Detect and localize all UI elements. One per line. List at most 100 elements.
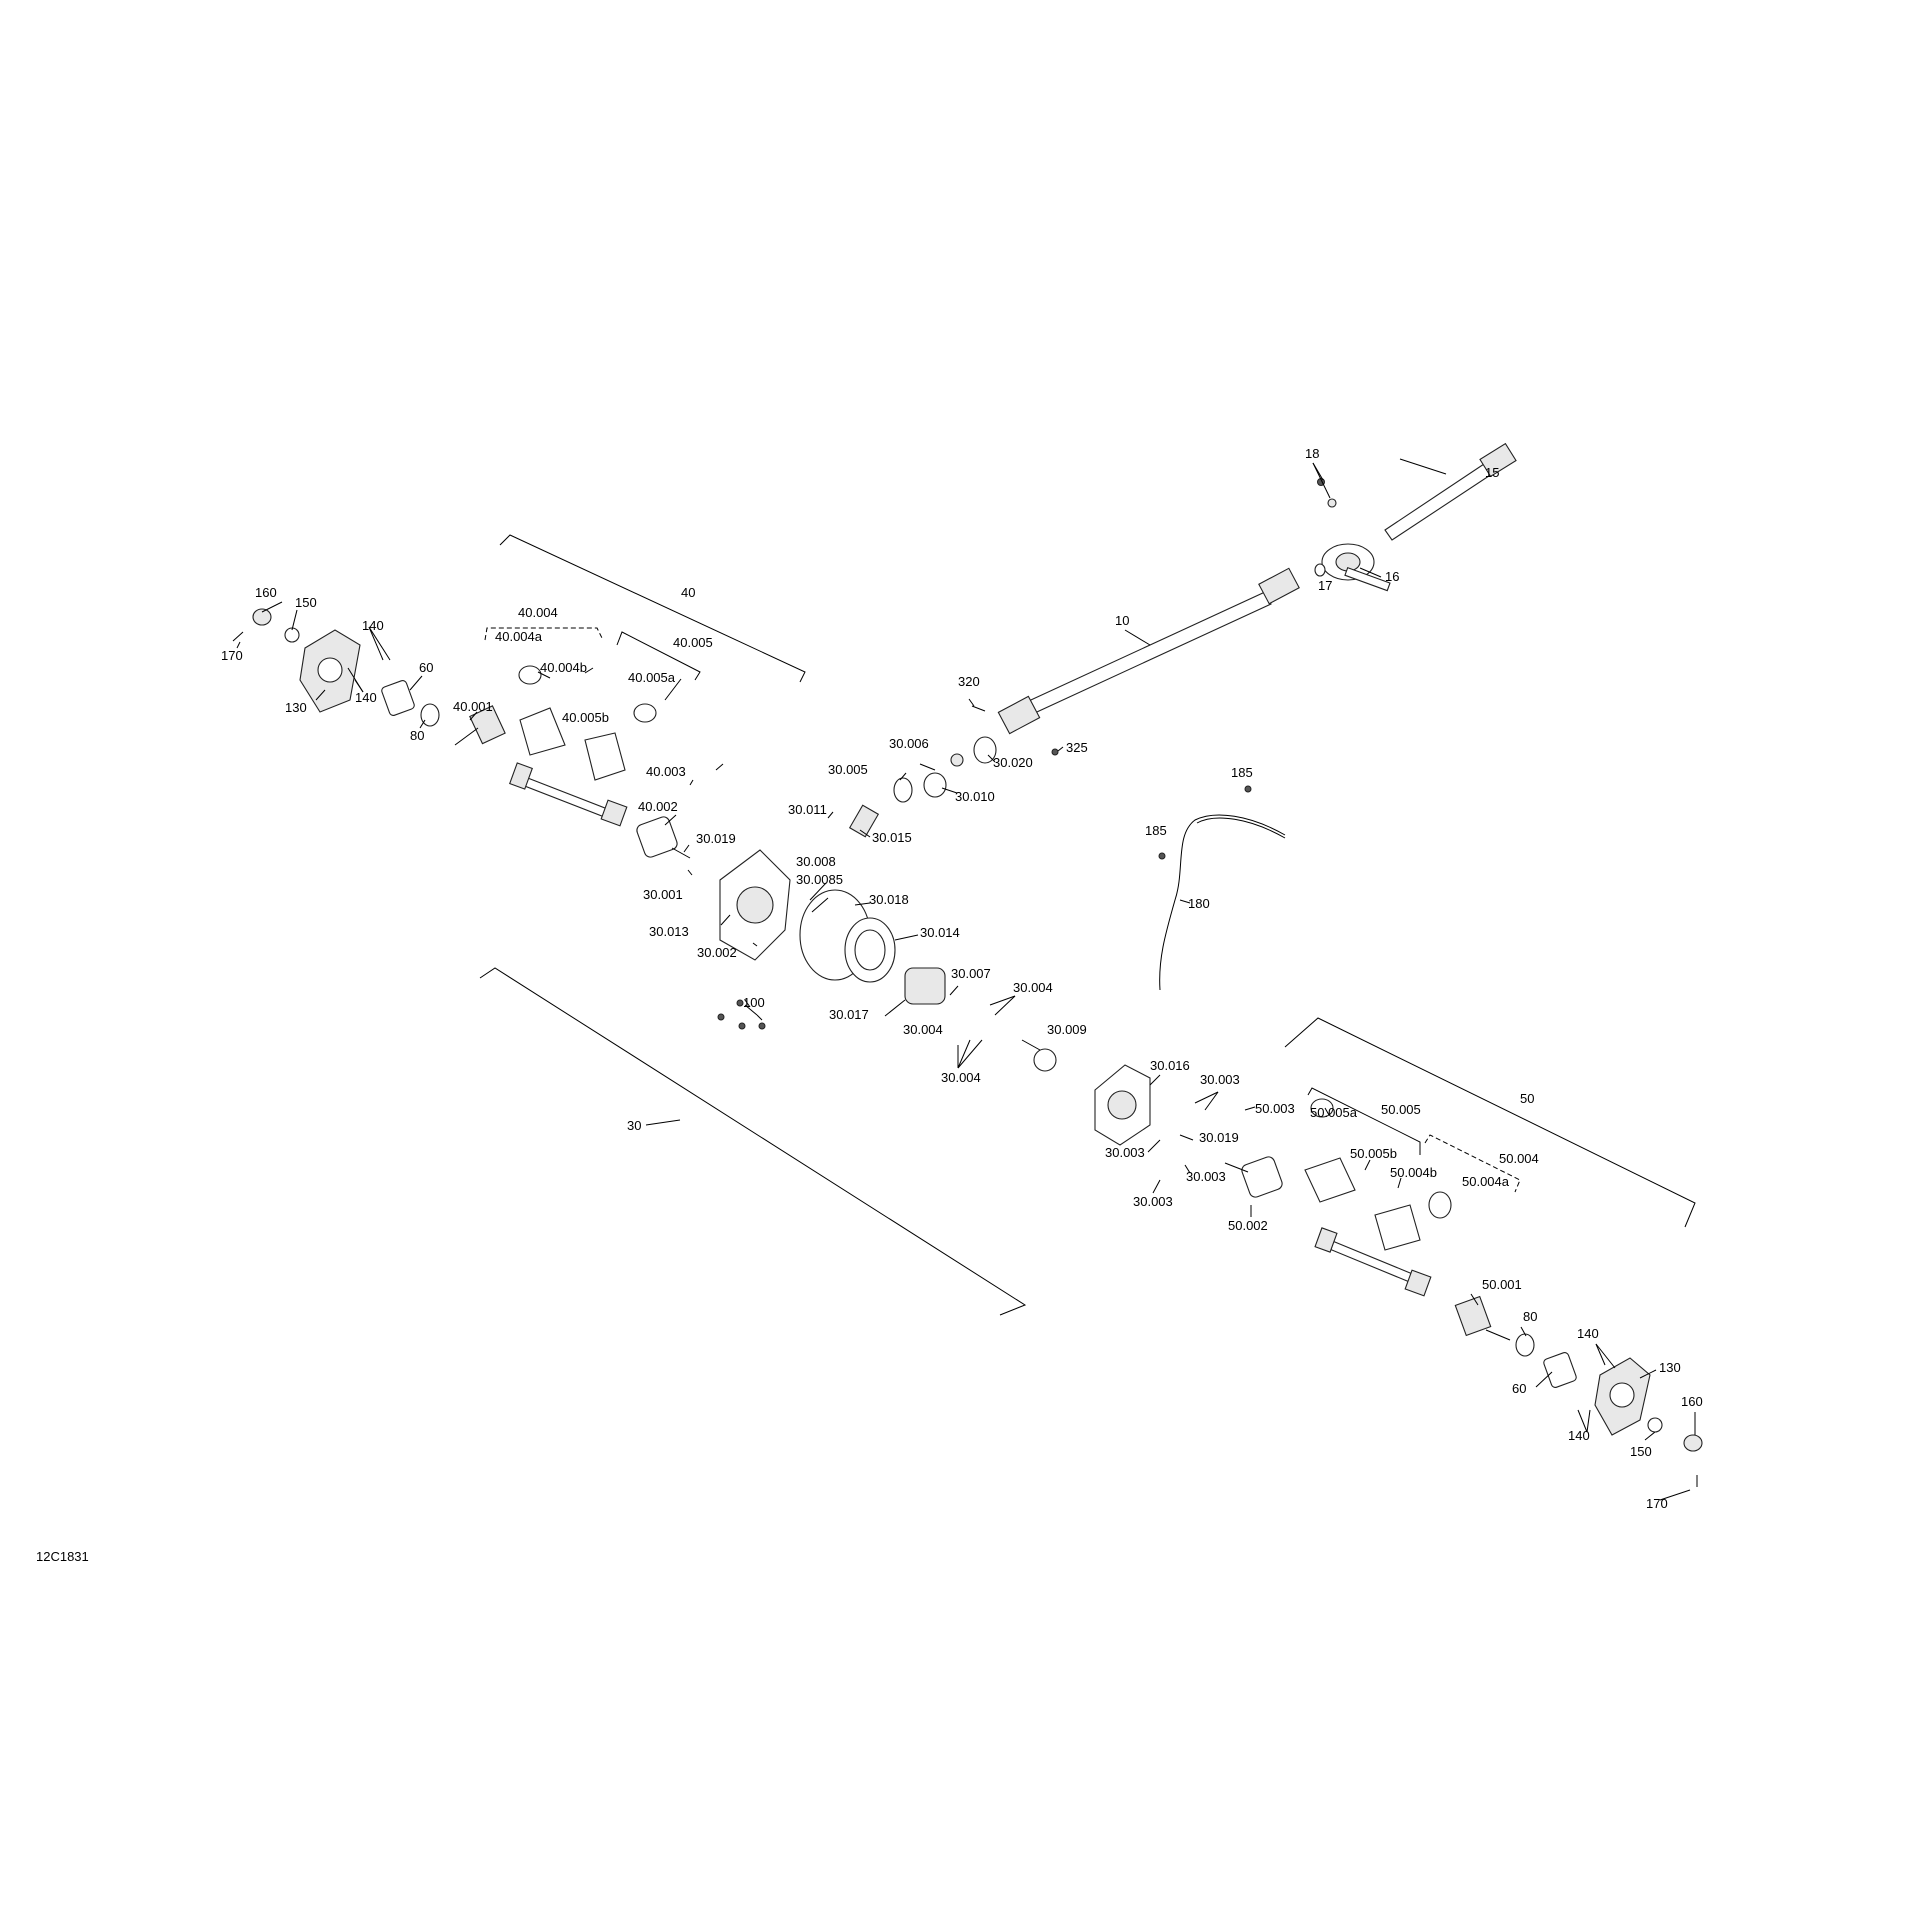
label-15: 15 — [1485, 465, 1499, 480]
label-40-005a: 40.005a — [628, 670, 676, 685]
label-40-003: 40.003 — [646, 764, 686, 779]
part-30-010-bearing — [923, 772, 947, 798]
part-50-axle-shaft — [1314, 1227, 1432, 1297]
part-30-017-diff-case — [904, 967, 946, 1005]
label-30-0085: 30.0085 — [796, 872, 843, 887]
label-30-007: 30.007 — [951, 966, 991, 981]
label-130-left: 130 — [285, 700, 307, 715]
label-30-016: 30.016 — [1150, 1058, 1190, 1073]
label-30-018: 30.018 — [869, 892, 909, 907]
part-30-009-bearing — [1033, 1048, 1057, 1072]
bracket-group-50 — [1284, 1017, 1696, 1228]
label-30-004-right: 30.004 — [1013, 980, 1053, 995]
label-30-019-right: 30.019 — [1199, 1130, 1239, 1145]
label-30-003-bottom: 30.003 — [1133, 1194, 1173, 1209]
label-140-left-bottom: 140 — [355, 690, 377, 705]
label-10: 10 — [1115, 613, 1129, 628]
drawing-id: 12C1831 — [36, 1549, 89, 1564]
part-30-013-housing — [719, 849, 791, 961]
label-185-mid: 185 — [1145, 823, 1167, 838]
part-80-ring-right — [1515, 1333, 1535, 1357]
label-50-004b: 50.004b — [1390, 1165, 1437, 1180]
label-50-005b: 50.005b — [1350, 1146, 1397, 1161]
label-40-005b: 40.005b — [562, 710, 609, 725]
part-40-axle-shaft — [509, 762, 628, 827]
part-130-hub-left — [299, 629, 361, 713]
bracket-group-40 — [499, 534, 806, 683]
part-180-hose — [1159, 814, 1286, 991]
label-30-006: 30.006 — [889, 736, 929, 751]
label-30-020: 30.020 — [993, 755, 1033, 770]
leader-lines — [236, 458, 1696, 1501]
label-50-001: 50.001 — [1482, 1277, 1522, 1292]
label-50-004a: 50.004a — [1462, 1174, 1510, 1189]
part-60-bearing-right — [1543, 1352, 1577, 1388]
label-30-001: 30.001 — [643, 887, 683, 902]
label-100: 100 — [743, 995, 765, 1010]
part-50-004-boot — [1374, 1204, 1421, 1251]
label-150-right: 150 — [1630, 1444, 1652, 1459]
part-160-nut-left — [252, 608, 272, 626]
part-40-005a-clamp — [633, 703, 657, 723]
part-40-004a-clamp — [518, 665, 542, 685]
label-150-left: 150 — [295, 595, 317, 610]
label-30-014: 30.014 — [920, 925, 960, 940]
part-130-hub-right — [1594, 1357, 1651, 1436]
label-40: 40 — [681, 585, 695, 600]
label-130-right: 130 — [1659, 1360, 1681, 1375]
label-180: 180 — [1188, 896, 1210, 911]
label-80-right: 80 — [1523, 1309, 1537, 1324]
label-17: 17 — [1318, 578, 1332, 593]
part-40-005-boot — [584, 732, 626, 781]
label-170-right: 170 — [1646, 1496, 1668, 1511]
bracket-group-50-004 — [1424, 1134, 1521, 1193]
label-50-005a: 50.005a — [1310, 1105, 1358, 1120]
label-50-002: 50.002 — [1228, 1218, 1268, 1233]
label-30-003-left: 30.003 — [1105, 1145, 1145, 1160]
part-30-015-pinion — [848, 804, 880, 838]
label-140-right-bottom: 140 — [1568, 1428, 1590, 1443]
label-30-013: 30.013 — [649, 924, 689, 939]
label-50: 50 — [1520, 1091, 1534, 1106]
label-30-003-top: 30.003 — [1200, 1072, 1240, 1087]
label-30-010: 30.010 — [955, 789, 995, 804]
label-325: 325 — [1066, 740, 1088, 755]
part-50-005-boot — [1304, 1157, 1356, 1203]
label-40-002: 40.002 — [638, 799, 678, 814]
bracket-group-40-004 — [484, 627, 603, 641]
label-30-008: 30.008 — [796, 854, 836, 869]
part-50-004a-clamp — [1428, 1191, 1452, 1219]
label-30: 30 — [627, 1118, 641, 1133]
label-320: 320 — [958, 674, 980, 689]
part-60-bearing-left — [381, 680, 415, 716]
label-30-019-left: 30.019 — [696, 831, 736, 846]
label-50-003: 50.003 — [1255, 1101, 1295, 1116]
label-50-004: 50.004 — [1499, 1151, 1539, 1166]
part-30-005-ring — [893, 777, 913, 803]
part-150-washer-left — [284, 627, 300, 643]
part-160-nut-right — [1683, 1434, 1703, 1452]
part-30-020-flange — [973, 736, 997, 764]
part-15-shaft — [1384, 442, 1517, 541]
label-140-left-top: 140 — [362, 618, 384, 633]
labels: 15 16 17 18 10 320 325 185 185 180 40 30… — [36, 446, 1703, 1564]
label-30-004-bottom: 30.004 — [941, 1070, 981, 1085]
label-60-right: 60 — [1512, 1381, 1526, 1396]
part-30-016-cover — [1094, 1064, 1151, 1146]
label-30-015: 30.015 — [872, 830, 912, 845]
part-16-bearing-support — [1321, 543, 1391, 592]
part-30-014-ring-gear — [844, 917, 896, 983]
part-50-002-joint — [1224, 1156, 1283, 1198]
label-30-009: 30.009 — [1047, 1022, 1087, 1037]
part-40-002-joint — [636, 816, 691, 859]
label-30-002: 30.002 — [697, 945, 737, 960]
bracket-group-30 — [479, 967, 1027, 1316]
label-16: 16 — [1385, 569, 1399, 584]
part-150-washer-right — [1647, 1417, 1663, 1433]
label-160-left: 160 — [255, 585, 277, 600]
label-30-017: 30.017 — [829, 1007, 869, 1022]
part-185-clips — [1158, 785, 1252, 860]
label-40-005: 40.005 — [673, 635, 713, 650]
label-40-004a: 40.004a — [495, 629, 543, 644]
